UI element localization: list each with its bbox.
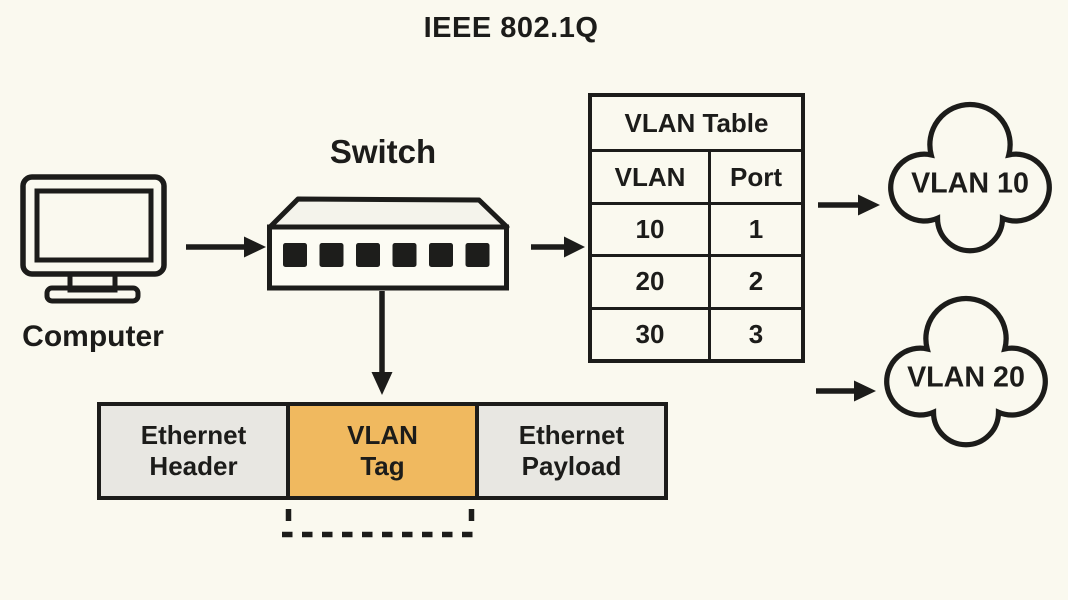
ethernet-header-label-line2: Header — [149, 451, 238, 481]
computer-label: Computer — [22, 320, 164, 353]
vlan-table-cell-vlan-30: 30 — [592, 306, 708, 359]
switch-port-2 — [319, 243, 344, 267]
arrow-to-vlan20-cloud — [816, 380, 876, 402]
vlan-table: VLAN Table VLAN Port 10 1 20 2 30 3 — [588, 93, 805, 363]
vlan-table-title: VLAN Table — [624, 107, 769, 138]
ethernet-payload-label-line1: Ethernet — [518, 420, 625, 450]
switch-label: Switch — [329, 133, 437, 170]
vlan-table-cell-vlan-10: 10 — [592, 201, 708, 254]
ethernet-header-label-line1: Ethernet — [140, 420, 247, 450]
vlan-table-header-vlan: VLAN — [592, 149, 708, 201]
monitor-body — [20, 174, 167, 277]
ethernet-payload-label-line2: Payload — [521, 451, 622, 481]
switch-port-6 — [465, 243, 490, 267]
vlan-tag-box: VLAN Tag — [286, 406, 475, 496]
arrow-switch-to-vlan-table — [531, 236, 585, 258]
arrow-computer-to-switch — [186, 236, 266, 258]
ethernet-header-box: Ethernet Header — [101, 406, 286, 496]
switch-port-5 — [429, 243, 453, 267]
cloud-outline — [884, 295, 1048, 448]
switch-port-3 — [356, 243, 380, 267]
cloud-outline — [888, 101, 1052, 254]
vlan10-cloud: VLAN 10 — [888, 101, 1052, 254]
switch-icon — [267, 196, 510, 291]
ethernet-payload-box: Ethernet Payload — [475, 406, 664, 496]
monitor-stand-base — [44, 285, 141, 304]
monitor-screen — [34, 188, 154, 263]
vlan-tag-label-line1: VLAN — [347, 420, 418, 450]
vlan-tag-highlight-bracket — [282, 509, 481, 538]
switch-top-face — [267, 196, 510, 230]
arrow-to-vlan10-cloud — [818, 194, 880, 216]
computer-icon — [20, 174, 167, 304]
vlan-table-cell-port-3: 3 — [708, 306, 801, 359]
vlan20-cloud: VLAN 20 — [884, 295, 1048, 448]
ethernet-frame-diagram: Ethernet Header VLAN Tag Ethernet Payloa… — [97, 402, 668, 500]
vlan10-cloud-label: VLAN 10 — [911, 167, 1029, 199]
arrow-switch-to-frame — [371, 291, 393, 395]
vlan-table-cell-port-1: 1 — [708, 201, 801, 255]
vlan-table-header-port: Port — [708, 149, 801, 202]
vlan-table-cell-vlan-20: 20 — [592, 254, 708, 306]
switch-port-1 — [283, 243, 307, 267]
vlan-table-cell-port-2: 2 — [708, 254, 801, 307]
switch-port-4 — [392, 243, 417, 267]
diagram-title: IEEE 802.1Q — [423, 12, 599, 44]
vlan-tag-label-line2: Tag — [360, 451, 405, 481]
vlan20-cloud-label: VLAN 20 — [907, 361, 1025, 393]
